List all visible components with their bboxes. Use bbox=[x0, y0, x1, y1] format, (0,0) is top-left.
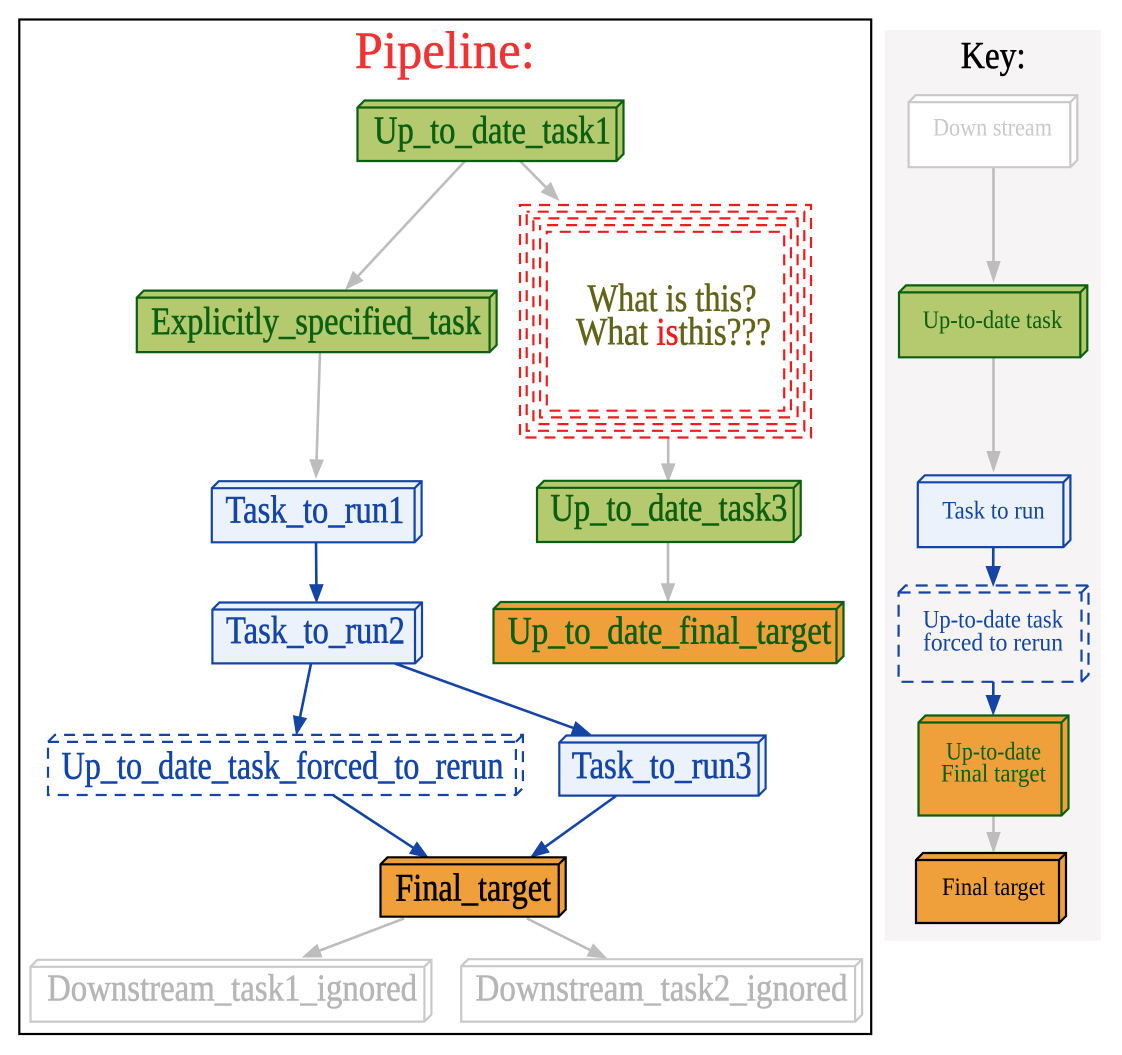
svg-text:What isthis???: What isthis??? bbox=[576, 311, 771, 354]
svg-text:Up-to-date: Up-to-date bbox=[946, 736, 1041, 765]
svg-text:Up-to-date task: Up-to-date task bbox=[923, 305, 1063, 334]
svg-text:Final_target: Final_target bbox=[395, 866, 551, 909]
svg-text:Up-to-date task: Up-to-date task bbox=[923, 605, 1063, 634]
svg-text:Down stream: Down stream bbox=[933, 113, 1052, 142]
svg-text:Key:: Key: bbox=[961, 35, 1026, 77]
svg-text:Task to run: Task to run bbox=[942, 496, 1045, 525]
svg-text:Final target: Final target bbox=[942, 872, 1045, 901]
svg-text:Task_to_run1: Task_to_run1 bbox=[226, 488, 405, 531]
svg-text:Up_to_date_task1: Up_to_date_task1 bbox=[374, 109, 611, 152]
svg-text:Up_to_date_task3: Up_to_date_task3 bbox=[550, 487, 787, 530]
svg-text:Pipeline:: Pipeline: bbox=[355, 22, 535, 80]
svg-text:Downstream_task2_ignored: Downstream_task2_ignored bbox=[476, 968, 848, 1010]
svg-text:Up_to_date_final_target: Up_to_date_final_target bbox=[508, 610, 832, 653]
svg-text:Task_to_run3: Task_to_run3 bbox=[572, 744, 752, 787]
svg-text:What is this?: What is this? bbox=[588, 277, 757, 320]
svg-text:Final target: Final target bbox=[941, 759, 1046, 788]
svg-text:Task_to_run2: Task_to_run2 bbox=[226, 609, 405, 652]
svg-text:Downstream_task1_ignored: Downstream_task1_ignored bbox=[47, 968, 417, 1010]
svg-text:forced to rerun: forced to rerun bbox=[923, 628, 1063, 657]
svg-text:Explicitly_specified_task: Explicitly_specified_task bbox=[151, 300, 481, 343]
svg-text:Up_to_date_task_forced_to_reru: Up_to_date_task_forced_to_rerun bbox=[62, 745, 504, 788]
